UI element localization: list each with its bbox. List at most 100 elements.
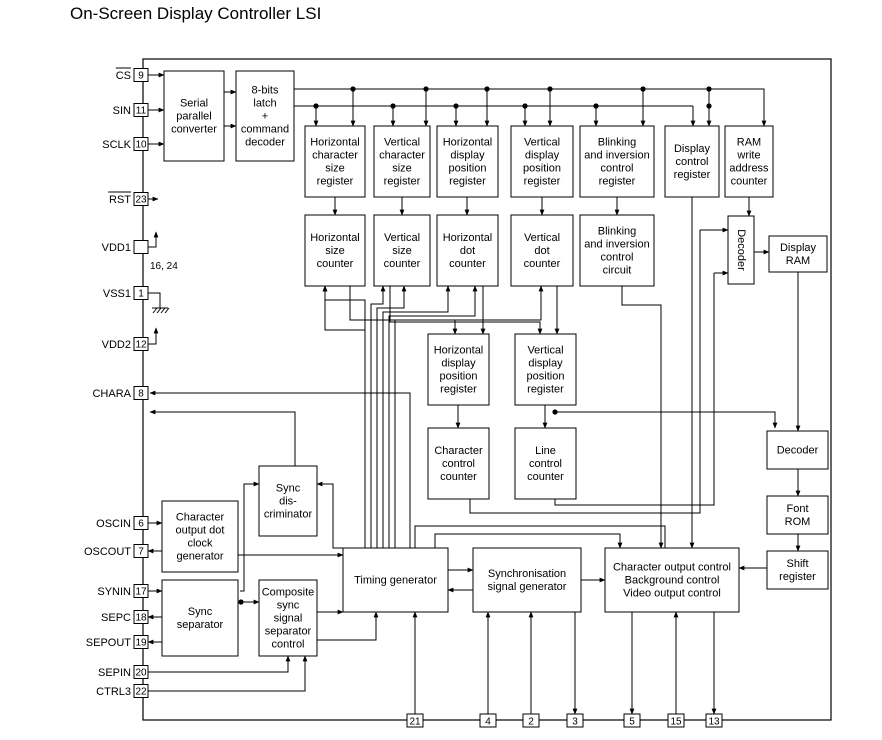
- signal-wire: [621, 286, 664, 549]
- block-from-label-0: Font: [786, 503, 808, 515]
- pin-name: VSS1: [103, 288, 131, 300]
- block-ccc-label-1: control: [442, 458, 475, 470]
- block-ssep-frame: [161, 579, 239, 657]
- block-vdpr2-label-1: display: [528, 358, 563, 370]
- pin-name: CTRL3: [96, 686, 131, 698]
- pin-number: 11: [136, 106, 147, 117]
- block-hsc-label-1: size: [325, 245, 345, 257]
- block-serial-label-2: converter: [171, 124, 217, 136]
- block-ssep-label-1: separator: [177, 619, 224, 631]
- pin-box: [133, 192, 149, 206]
- pin-number: 10: [135, 140, 147, 151]
- block-hdpr2-frame: [427, 333, 490, 406]
- pin-name: SEPOUT: [86, 637, 132, 649]
- block-serial-frame: [163, 70, 225, 162]
- block-bicc-label-1: and inversion: [584, 239, 649, 251]
- pin-number: 9: [138, 71, 144, 82]
- pin-number: 21: [409, 717, 421, 728]
- block-bicc-label-2: control: [600, 252, 633, 264]
- block-sdisc-label-1: dis-: [279, 496, 297, 508]
- pin-bottom-13: 13: [705, 713, 723, 728]
- block-codcg-label-0: Character: [176, 512, 225, 524]
- pin-box: [566, 713, 584, 728]
- ground-hatch: [164, 307, 170, 314]
- pin-number: 13: [708, 717, 720, 728]
- block-sdisc-label-2: criminator: [264, 509, 313, 521]
- block-latch-label-3: command: [241, 124, 289, 136]
- pin-box: [133, 137, 149, 151]
- block-cssc-label-3: separator: [265, 626, 312, 638]
- block-latch-frame: [235, 70, 295, 162]
- pin-name: OSCOUT: [84, 546, 131, 558]
- block-ssgen-frame: [472, 547, 582, 613]
- block-rwac-label-1: write: [736, 150, 760, 162]
- block-ccc-frame: [427, 427, 490, 500]
- block-vdc-label-2: counter: [524, 258, 561, 270]
- pin-box: [705, 713, 723, 728]
- block-dec2-label-0: Decoder: [777, 445, 819, 457]
- signal-wire: [376, 285, 407, 548]
- pin-number: 18: [135, 613, 147, 624]
- block-cssc-frame: [258, 579, 318, 657]
- pin-box: [133, 610, 149, 624]
- block-tgen-label-0: Timing generator: [354, 575, 437, 587]
- pin-box: [667, 713, 685, 728]
- pin-number: 4: [485, 717, 491, 728]
- block-coc-label-2: Video output control: [623, 588, 721, 600]
- pin-name: SCLK: [102, 139, 131, 151]
- pin-number: 12: [135, 340, 147, 351]
- block-vdpr2-label-3: register: [527, 384, 564, 396]
- block-bicr-frame: [579, 125, 655, 198]
- block-hdc-frame: [436, 214, 499, 287]
- pin-vss1: 1 VSS1: [103, 286, 149, 300]
- block-dcr-label-1: control: [675, 156, 708, 168]
- block-sreg-frame: [766, 550, 829, 590]
- block-hsc-label-0: Horizontal: [310, 232, 360, 244]
- block-hdpr2-label-0: Horizontal: [434, 345, 484, 357]
- pin-sclk: 10 SCLK: [102, 137, 149, 151]
- pin-box: [133, 68, 149, 82]
- pin-box: [133, 286, 149, 300]
- block-bicr-label-0: Blinking: [598, 137, 637, 149]
- signal-wire: [388, 285, 478, 548]
- block-vcsr-label-1: character: [379, 150, 425, 162]
- block-serial-label-0: Serial: [180, 98, 208, 110]
- block-hdpr2-label-1: display: [441, 358, 476, 370]
- block-lcc-label-0: Line: [535, 445, 556, 457]
- block-vdpr1-frame: [510, 125, 574, 198]
- pin-name: SIN: [113, 105, 131, 117]
- signal-wire: [294, 88, 767, 127]
- block-vdpr2-frame: [514, 333, 577, 406]
- block-coc-label-0: Character output control: [613, 562, 731, 574]
- pin-bottom-21: 21: [406, 713, 424, 728]
- pin-sin: 11 SIN: [113, 103, 149, 117]
- pin-box: [133, 665, 149, 679]
- block-hdpr2-label-3: register: [440, 384, 477, 396]
- block-hdc-label-2: counter: [449, 258, 486, 270]
- block-ssgen-label-0: Synchronisation: [488, 568, 566, 580]
- block-ccc-label-2: counter: [440, 471, 477, 483]
- signal-wire: [148, 655, 308, 692]
- block-hdpr1-label-0: Horizontal: [443, 137, 493, 149]
- signal-wire: [469, 230, 701, 514]
- pin-name: SEPIN: [98, 667, 131, 679]
- block-tgen: Timing generator: [342, 547, 449, 613]
- block-ssep-label-0: Sync: [188, 606, 213, 618]
- pin-number: 1: [138, 289, 144, 300]
- signal-wire: [317, 611, 379, 641]
- pin-box: [133, 386, 149, 400]
- block-cssc-label-2: signal: [274, 613, 303, 625]
- pin-box: [133, 516, 149, 530]
- pin-number: 7: [138, 547, 144, 558]
